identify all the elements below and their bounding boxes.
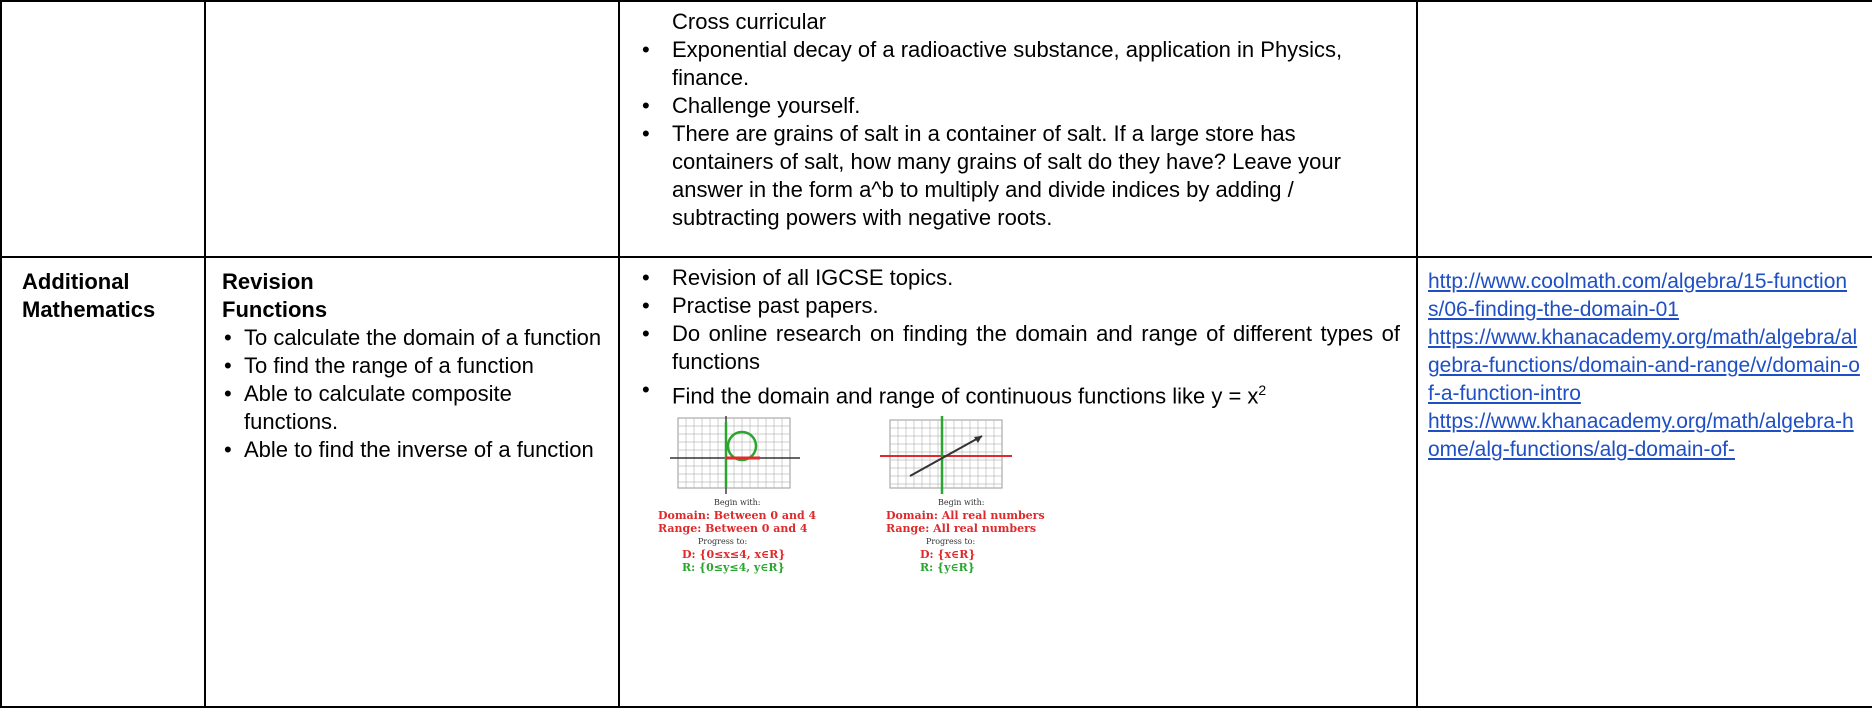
- domain-range-graphs: Begin with: Domain: Between 0 and 4 Rang…: [636, 416, 1400, 574]
- resources-cell-empty: [1416, 0, 1872, 258]
- graph1-begin: Begin with:: [714, 498, 761, 508]
- list-item: Challenge yourself.: [636, 92, 1400, 120]
- graph2-r: R: {y∈R}: [920, 561, 975, 575]
- subject-name: Additional Mathematics: [22, 269, 156, 322]
- graph2-begin: Begin with:: [938, 498, 985, 508]
- table-row: Cross curricular Exponential decay of a …: [0, 0, 1872, 258]
- graph-line-image: [880, 416, 1012, 495]
- list-item: Revision of all IGCSE topics.: [636, 264, 1400, 292]
- graph1-labels: Begin with: Domain: Between 0 and 4 Rang…: [658, 496, 816, 574]
- cross-curricular-heading: Cross curricular: [672, 9, 827, 34]
- list-item: Exponential decay of a radioactive subst…: [636, 36, 1400, 92]
- list-item: There are grains of salt in a container …: [636, 120, 1400, 232]
- topic-cell-empty: [204, 0, 620, 258]
- topic-heading-functions: Functions: [222, 297, 328, 322]
- objective-item: Able to find the inverse of a function: [222, 436, 610, 464]
- subject-cell-empty: [0, 0, 206, 258]
- graph1-progress: Progress to:: [698, 537, 748, 547]
- graph2-domain: Domain: All real numbers: [886, 509, 1045, 523]
- subject-cell: Additional Mathematics: [0, 256, 206, 708]
- resource-link-khanacademy-2[interactable]: https://www.khanacademy.org/math/algebra…: [1428, 410, 1854, 461]
- list-item: Find the domain and range of continuous …: [636, 376, 1400, 410]
- objective-item: To find the range of a function: [222, 352, 610, 380]
- activities-cell: Cross curricular Exponential decay of a …: [618, 0, 1418, 258]
- resources-cell: http://www.coolmath.com/algebra/15-funct…: [1416, 256, 1872, 708]
- topic-cell: Revision Functions To calculate the doma…: [204, 256, 620, 708]
- list-item: Do online research on finding the domain…: [636, 320, 1400, 376]
- graph1-d: D: {0≤x≤4, x∈R}: [682, 548, 786, 562]
- graph-circle-image: [670, 416, 800, 495]
- graph1-range: Range: Between 0 and 4: [658, 522, 808, 536]
- topic-heading-revision: Revision: [222, 269, 314, 294]
- objective-item: Able to calculate composite functions.: [222, 380, 610, 436]
- graph1-domain: Domain: Between 0 and 4: [658, 509, 817, 523]
- resource-link-coolmath[interactable]: http://www.coolmath.com/algebra/15-funct…: [1428, 270, 1848, 321]
- activities-cell: Revision of all IGCSE topics. Practise p…: [618, 256, 1418, 708]
- graph2-range: Range: All real numbers: [886, 522, 1037, 536]
- graph2-labels: Begin with: Domain: All real numbers Ran…: [886, 496, 1045, 574]
- table-row: Additional Mathematics Revision Function…: [0, 256, 1872, 708]
- resource-link-khanacademy-1[interactable]: https://www.khanacademy.org/math/algebra…: [1428, 326, 1860, 405]
- list-item-text: Find the domain and range of continuous …: [672, 383, 1259, 409]
- graph2-progress: Progress to:: [926, 537, 976, 547]
- graph1-r: R: {0≤y≤4, y∈R}: [682, 561, 785, 575]
- graph2-d: D: {x∈R}: [920, 548, 976, 562]
- superscript: 2: [1258, 382, 1267, 398]
- objective-item: To calculate the domain of a function: [222, 324, 610, 352]
- list-item: Practise past papers.: [636, 292, 1400, 320]
